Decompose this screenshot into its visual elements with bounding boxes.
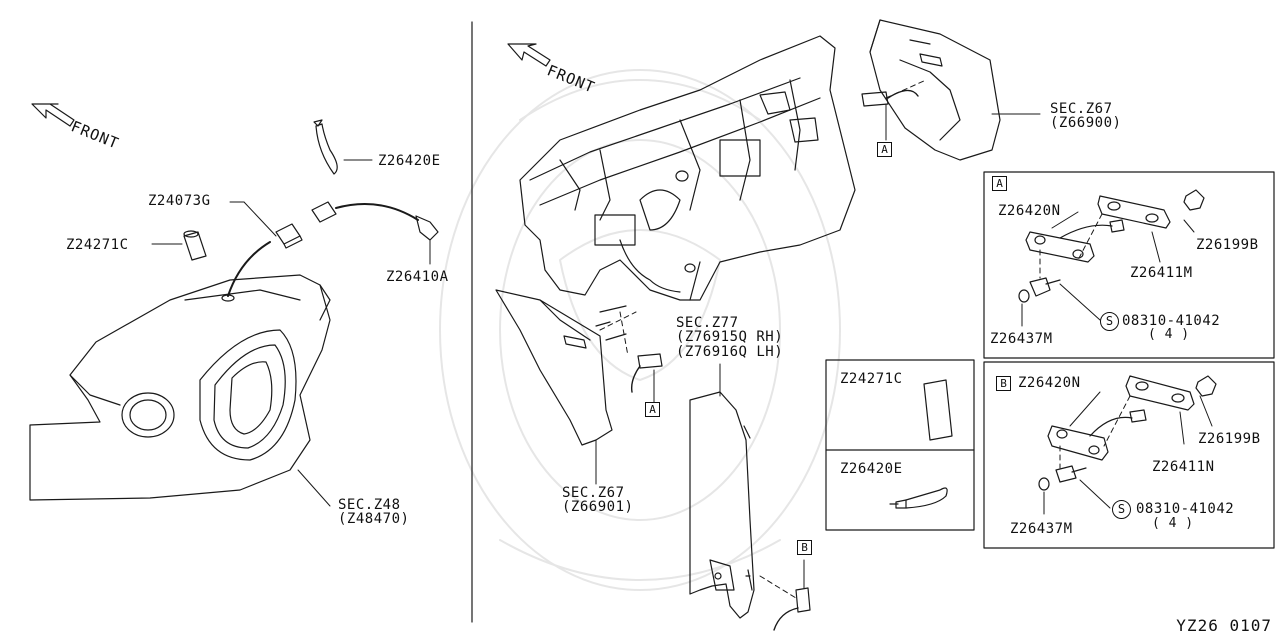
detail-b-z26420n: Z26420N bbox=[1018, 375, 1081, 391]
label-z66901: (Z66901) bbox=[562, 499, 634, 515]
detail-b-qty: ( 4 ) bbox=[1152, 516, 1194, 531]
tag-b-main: B bbox=[797, 540, 812, 555]
detail-b-z26437m: Z26437M bbox=[1010, 521, 1073, 537]
label-sec-z67-bottom: SEC.Z67 bbox=[562, 485, 625, 501]
tag-a-lower: A bbox=[645, 402, 660, 417]
bracket-a-lower bbox=[630, 353, 663, 393]
detail-a-leaders bbox=[1021, 211, 1195, 327]
detail-b-leaders bbox=[1043, 391, 1213, 515]
bracket-b-main bbox=[773, 587, 811, 631]
band-z26420e bbox=[313, 119, 338, 175]
harness-wire bbox=[227, 241, 271, 297]
detail-b-dash bbox=[1059, 395, 1131, 469]
label-z76915q: (Z76915Q RH) bbox=[676, 329, 784, 345]
detail-a-stamp: S bbox=[1100, 312, 1119, 331]
label-z26410a: Z26410A bbox=[386, 269, 449, 285]
diagram-code: YZ26 0107 bbox=[1176, 616, 1272, 635]
leader-lines-center-solid bbox=[595, 103, 1041, 589]
label-z48470: (Z48470) bbox=[338, 511, 410, 527]
dash-panel bbox=[519, 35, 856, 301]
label-sec-z67-top: SEC.Z67 bbox=[1050, 101, 1113, 117]
watermark-emblem bbox=[439, 69, 841, 591]
detail-b-tag: B bbox=[996, 376, 1011, 391]
tag-a-main: A bbox=[877, 142, 892, 157]
detail-a-bolt: 08310-41042 bbox=[1122, 313, 1221, 329]
side-panel-z66900 bbox=[869, 19, 1001, 161]
leader-lines-center bbox=[599, 79, 927, 599]
detail-a-dash bbox=[1039, 213, 1103, 279]
legend-item-z24271c: Z24271C bbox=[840, 371, 903, 387]
label-z26420e: Z26420E bbox=[378, 153, 441, 169]
legend-item-z26420e: Z26420E bbox=[840, 461, 903, 477]
detail-a-qty: ( 4 ) bbox=[1148, 327, 1190, 342]
clip-z24271c bbox=[183, 230, 207, 261]
pillar-trim-z77 bbox=[689, 391, 755, 619]
detail-a-tag: A bbox=[992, 176, 1007, 191]
detail-b-stamp: S bbox=[1112, 500, 1131, 519]
detail-a-frame bbox=[983, 171, 1275, 359]
detail-a-z26437m: Z26437M bbox=[990, 331, 1053, 347]
label-z24271c: Z24271C bbox=[66, 237, 129, 253]
detail-b-z26199b: Z26199B bbox=[1198, 431, 1261, 447]
legend-frame bbox=[825, 359, 975, 531]
detail-b-bolt: 08310-41042 bbox=[1136, 501, 1235, 517]
detail-b-z26411n: Z26411N bbox=[1152, 459, 1215, 475]
label-z76916q: (Z76916Q LH) bbox=[676, 344, 784, 360]
steering-column-cover bbox=[29, 274, 331, 501]
detail-a-z26420n: Z26420N bbox=[998, 203, 1061, 219]
front-arrow-left-icon bbox=[31, 103, 75, 127]
detail-a-parts bbox=[1018, 189, 1205, 303]
label-sec-z77: SEC.Z77 bbox=[676, 315, 739, 331]
label-sec-z48: SEC.Z48 bbox=[338, 497, 401, 513]
legend-band-icon bbox=[889, 487, 948, 509]
leader-lines-left bbox=[151, 159, 431, 507]
sensor-z26410a bbox=[311, 201, 439, 241]
connector-z24073g bbox=[275, 223, 303, 249]
legend-pad-icon bbox=[923, 379, 953, 441]
detail-a-z26199b: Z26199B bbox=[1196, 237, 1259, 253]
side-panel-z66901 bbox=[495, 289, 627, 446]
detail-b-frame bbox=[983, 361, 1275, 549]
detail-b-parts bbox=[1038, 375, 1217, 491]
bracket-a-top bbox=[861, 89, 919, 107]
front-arrow-right-icon bbox=[507, 43, 551, 67]
detail-a-z26411m: Z26411M bbox=[1130, 265, 1193, 281]
label-z24073g: Z24073G bbox=[148, 193, 211, 209]
label-z66900: (Z66900) bbox=[1050, 115, 1122, 131]
